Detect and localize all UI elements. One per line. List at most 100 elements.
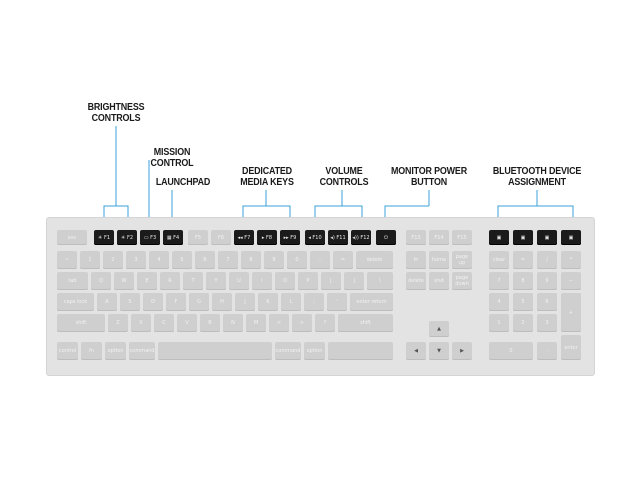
key-m[interactable]: M xyxy=(246,314,266,332)
numpad-multiply-key[interactable]: * xyxy=(561,251,581,269)
key-i[interactable]: I xyxy=(252,272,272,290)
key-q[interactable]: Q xyxy=(91,272,111,290)
f14-key[interactable]: F14 xyxy=(429,230,449,245)
key-t[interactable]: T xyxy=(183,272,203,290)
f5-key[interactable]: F5 xyxy=(188,230,208,245)
f7-rewind-key[interactable]: ◂◂ F7 xyxy=(234,230,254,245)
f15-key[interactable]: F15 xyxy=(452,230,472,245)
nav-fn-key[interactable]: fn xyxy=(406,251,426,269)
bluetooth-2-key[interactable]: ▣ xyxy=(513,230,533,245)
key-7[interactable]: 7 xyxy=(218,251,238,269)
f9-fast-forward-key[interactable]: ▸▸ F9 xyxy=(280,230,300,245)
monitor-power-key[interactable]: ⏻ xyxy=(376,230,396,245)
control-key[interactable]: control xyxy=(57,342,78,360)
key-x[interactable]: X xyxy=(131,314,151,332)
numpad-7-key[interactable]: 7 xyxy=(489,272,509,290)
key-b[interactable]: B xyxy=(200,314,220,332)
numpad-decimal-key[interactable]: . xyxy=(537,342,557,360)
key-tilde[interactable]: ~ xyxy=(57,251,77,269)
right-control-key[interactable] xyxy=(328,342,393,360)
enter-key[interactable]: enter return xyxy=(350,293,393,311)
key-slash[interactable]: ? xyxy=(315,314,335,332)
f8-play-pause-key[interactable]: ▸ F8 xyxy=(257,230,277,245)
arrow-down-key[interactable]: ▼ xyxy=(429,342,449,360)
key-period[interactable]: > xyxy=(292,314,312,332)
key-r[interactable]: R xyxy=(160,272,180,290)
key-comma[interactable]: < xyxy=(269,314,289,332)
key-quote[interactable]: ' xyxy=(327,293,347,311)
page-up-key[interactable]: page up xyxy=(452,251,472,269)
f4-launchpad-key[interactable]: ▦ F4 xyxy=(163,230,183,245)
key-s[interactable]: S xyxy=(120,293,140,311)
key-1[interactable]: 1 xyxy=(80,251,100,269)
key-p[interactable]: P xyxy=(298,272,318,290)
numpad-equals-key[interactable]: = xyxy=(513,251,533,269)
key-0[interactable]: 0 xyxy=(287,251,307,269)
key-right-bracket[interactable]: ] xyxy=(344,272,364,290)
key-w[interactable]: W xyxy=(114,272,134,290)
f2-brightness-up-key[interactable]: ☀ F2 xyxy=(117,230,137,245)
key-d[interactable]: D xyxy=(143,293,163,311)
key-y[interactable]: Y xyxy=(206,272,226,290)
numpad-5-key[interactable]: 5 xyxy=(513,293,533,311)
numpad-plus-key[interactable]: + xyxy=(561,293,581,332)
numpad-3-key[interactable]: 3 xyxy=(537,314,557,332)
bluetooth-3-key[interactable]: ▣ xyxy=(537,230,557,245)
key-9[interactable]: 9 xyxy=(264,251,284,269)
f10-mute-key[interactable]: ◂ F10 xyxy=(305,230,325,245)
key-h[interactable]: H xyxy=(212,293,232,311)
left-command-key[interactable]: command xyxy=(129,342,155,360)
f12-volume-up-key[interactable]: ◂)) F12 xyxy=(351,230,371,245)
key-8[interactable]: 8 xyxy=(241,251,261,269)
key-backslash[interactable]: \ xyxy=(367,272,393,290)
right-shift-key[interactable]: shift xyxy=(338,314,393,332)
space-bar[interactable] xyxy=(158,342,272,360)
fn-key[interactable]: fn xyxy=(81,342,102,360)
key-6[interactable]: 6 xyxy=(195,251,215,269)
right-command-key[interactable]: command xyxy=(275,342,301,360)
numpad-2-key[interactable]: 2 xyxy=(513,314,533,332)
numpad-enter-key[interactable]: enter xyxy=(561,335,581,360)
home-key[interactable]: home xyxy=(429,251,449,269)
key-3[interactable]: 3 xyxy=(126,251,146,269)
key-left-bracket[interactable]: [ xyxy=(321,272,341,290)
bluetooth-1-key[interactable]: ▣ xyxy=(489,230,509,245)
key-e[interactable]: E xyxy=(137,272,157,290)
key-g[interactable]: G xyxy=(189,293,209,311)
key-v[interactable]: V xyxy=(177,314,197,332)
f3-mission-control-key[interactable]: ▭ F3 xyxy=(140,230,160,245)
key-k[interactable]: K xyxy=(258,293,278,311)
esc-key[interactable]: esc xyxy=(57,230,87,245)
numpad-6-key[interactable]: 6 xyxy=(537,293,557,311)
numpad-9-key[interactable]: 9 xyxy=(537,272,557,290)
f13-key[interactable]: F13 xyxy=(406,230,426,245)
numpad-0-key[interactable]: 0 xyxy=(489,342,533,360)
numpad-4-key[interactable]: 4 xyxy=(489,293,509,311)
key-j[interactable]: J xyxy=(235,293,255,311)
forward-delete-key[interactable]: delete xyxy=(406,272,426,290)
arrow-right-key[interactable]: ▶ xyxy=(452,342,472,360)
key-n[interactable]: N xyxy=(223,314,243,332)
key-a[interactable]: A xyxy=(97,293,117,311)
key-4[interactable]: 4 xyxy=(149,251,169,269)
end-key[interactable]: end xyxy=(429,272,449,290)
key-l[interactable]: L xyxy=(281,293,301,311)
key-o[interactable]: O xyxy=(275,272,295,290)
key-equals[interactable]: = xyxy=(333,251,353,269)
delete-key[interactable]: delete xyxy=(356,251,393,269)
key-minus[interactable]: - xyxy=(310,251,330,269)
clear-key[interactable]: clear xyxy=(489,251,509,269)
bluetooth-4-key[interactable]: ▣ xyxy=(561,230,581,245)
key-u[interactable]: U xyxy=(229,272,249,290)
key-c[interactable]: C xyxy=(154,314,174,332)
f1-brightness-down-key[interactable]: ☀ F1 xyxy=(94,230,114,245)
key-5[interactable]: 5 xyxy=(172,251,192,269)
numpad-1-key[interactable]: 1 xyxy=(489,314,509,332)
key-z[interactable]: Z xyxy=(108,314,128,332)
numpad-8-key[interactable]: 8 xyxy=(513,272,533,290)
caps-lock-key[interactable]: caps lock xyxy=(57,293,94,311)
arrow-left-key[interactable]: ◀ xyxy=(406,342,426,360)
right-option-key[interactable]: option xyxy=(304,342,325,360)
f6-key[interactable]: F6 xyxy=(211,230,231,245)
numpad-divide-key[interactable]: / xyxy=(537,251,557,269)
